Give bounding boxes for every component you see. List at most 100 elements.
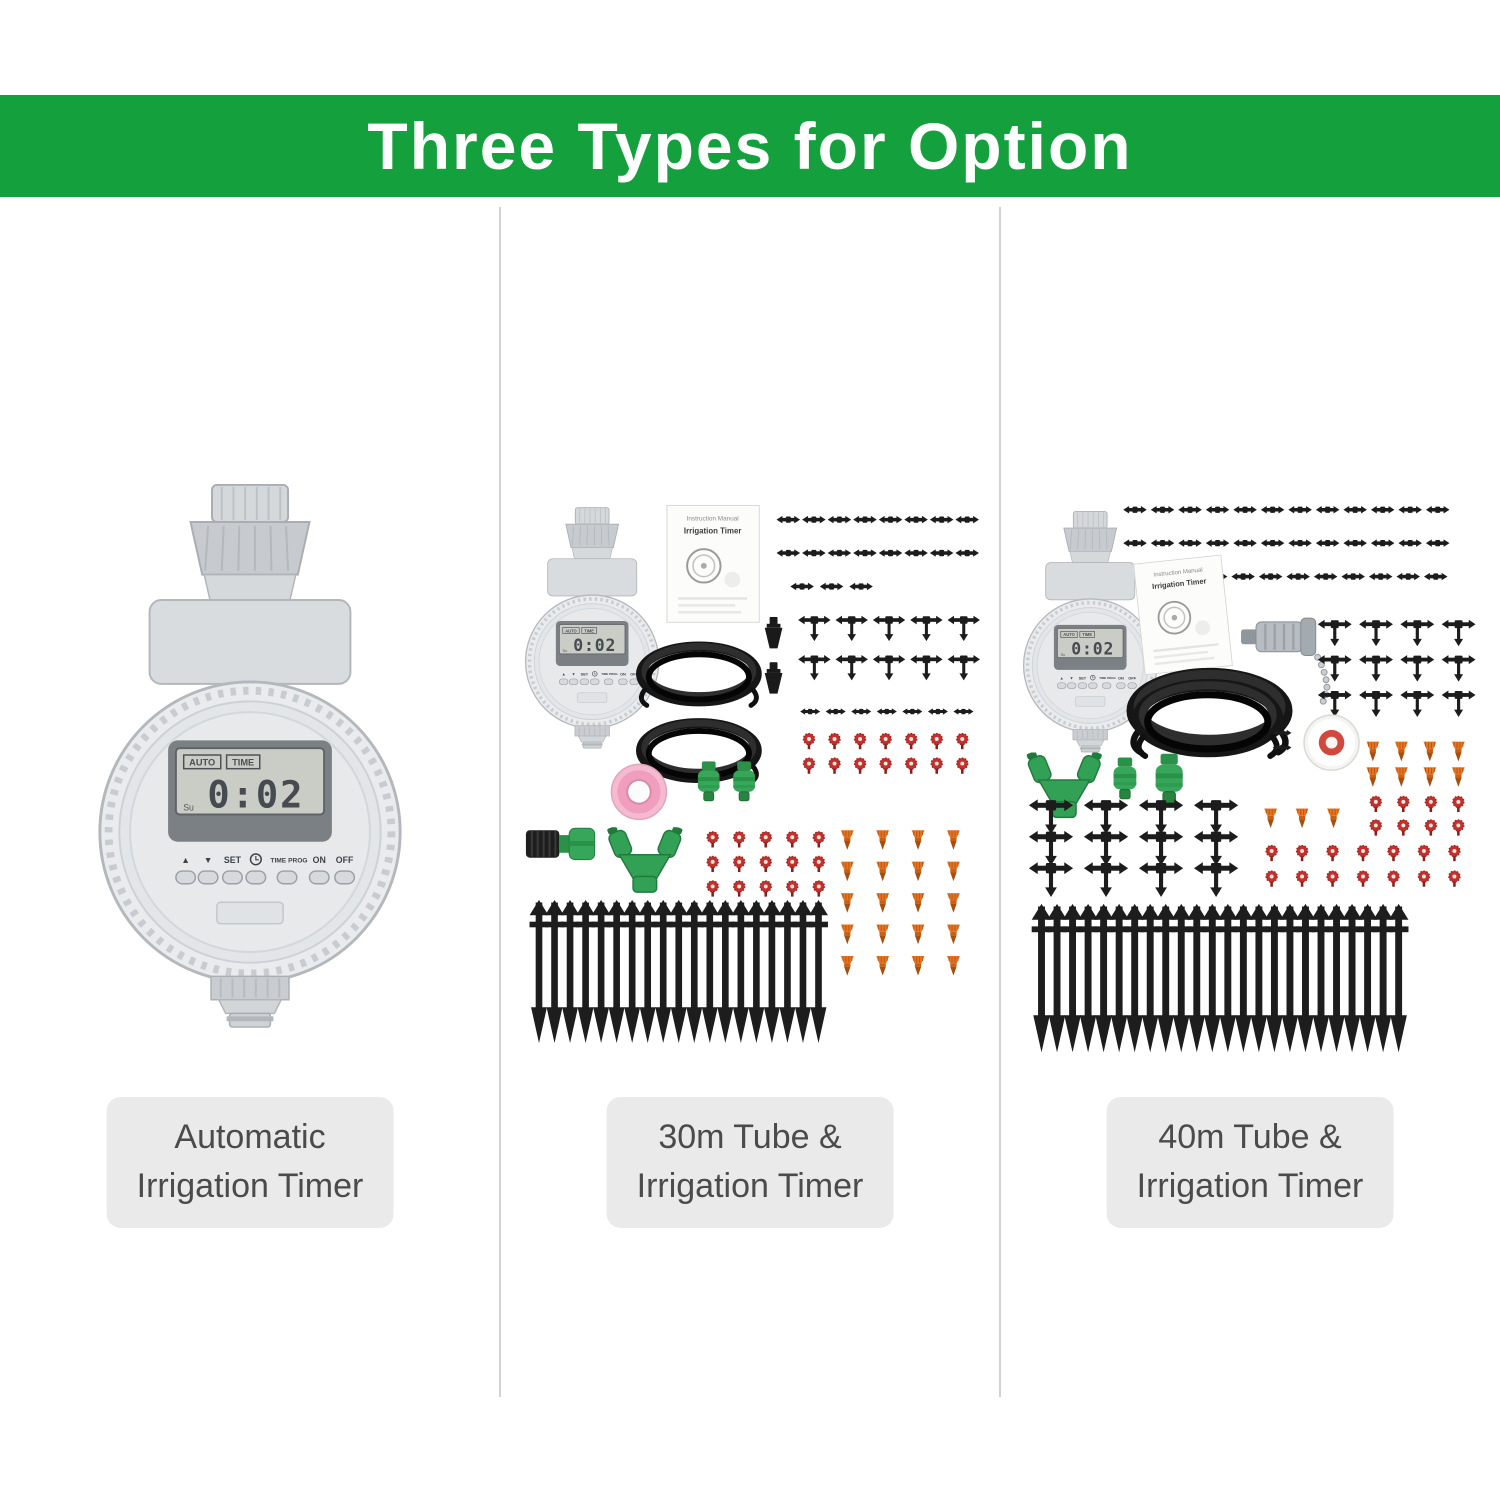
instruction-manual: [666, 504, 760, 623]
misting-nozzle: [911, 892, 925, 913]
banner-title: Three Types for Option: [367, 109, 1133, 183]
dripper: [1265, 844, 1278, 862]
straight-connector: [1123, 539, 1147, 547]
dripper: [732, 880, 746, 898]
dripper: [1452, 795, 1465, 813]
tee-connector: [1317, 619, 1352, 647]
drip-stake: [576, 899, 596, 1044]
caption-line2: Irrigation Timer: [136, 1167, 364, 1206]
drip-stake: [1047, 903, 1067, 1053]
misting-nozzle: [911, 829, 925, 850]
straight-connector: [851, 708, 872, 715]
straight-connector: [827, 515, 852, 524]
misting-nozzle: [840, 892, 855, 913]
drip-stake: [1109, 903, 1129, 1053]
tee-connector: [910, 655, 943, 681]
tee-connector: [1028, 862, 1074, 897]
tee-connector: [1138, 830, 1184, 866]
drip-stake: [622, 899, 642, 1044]
misting-nozzle: [946, 924, 961, 945]
misting-nozzle: [1451, 766, 1466, 787]
drip-stake: [715, 899, 735, 1044]
straight-connector: [1258, 572, 1283, 581]
caption-line1: 40m Tube &: [1158, 1118, 1342, 1156]
dripper: [1265, 870, 1278, 888]
dripper: [1387, 844, 1400, 862]
drip-stake: [700, 899, 720, 1044]
misting-nozzle: [1422, 741, 1437, 762]
irrigation-timer: [523, 506, 661, 750]
straight-connector: [1260, 506, 1285, 514]
banner: Three Types for Option: [0, 95, 1500, 197]
straight-connector: [1425, 539, 1450, 547]
drip-stake: [1373, 903, 1393, 1053]
drip-stake: [1342, 903, 1362, 1053]
options-area: Automatic Irrigation Timer 30m Tube & Ir…: [0, 197, 1500, 1500]
drip-stake: [529, 899, 549, 1044]
straight-connector: [1123, 506, 1147, 514]
dripper: [1387, 870, 1400, 888]
drip-stake: [1295, 903, 1316, 1053]
dripper: [786, 855, 799, 873]
dripper: [786, 880, 799, 898]
tee-connector: [1400, 619, 1435, 647]
straight-connector: [776, 549, 801, 557]
straight-connector: [1368, 572, 1393, 581]
tee-connector: [798, 615, 831, 642]
product-photo-timer: [94, 483, 406, 1034]
straight-connector: [955, 549, 979, 557]
dripper: [879, 757, 892, 775]
dripper: [853, 732, 867, 750]
dripper: [1356, 844, 1370, 862]
straight-connector: [1343, 506, 1367, 514]
straight-connector: [878, 515, 903, 524]
straight-connector: [853, 549, 877, 557]
misting-nozzle: [875, 861, 890, 882]
drip-stake: [1078, 903, 1098, 1053]
misting-nozzle: [1365, 766, 1380, 787]
caption-line2: Irrigation Timer: [1136, 1167, 1364, 1206]
thread-seal-tape: [1303, 714, 1360, 771]
drip-stake: [1062, 903, 1083, 1053]
tee-connector: [835, 655, 868, 681]
hose-quick-connector: [697, 760, 721, 802]
caption-line1: Automatic: [174, 1118, 326, 1156]
misting-nozzle: [1295, 808, 1309, 829]
misting-nozzle: [1326, 808, 1341, 829]
drip-stake: [731, 899, 751, 1044]
option-caption-kit-30m: 30m Tube & Irrigation Timer: [606, 1097, 894, 1228]
dripper: [812, 880, 825, 898]
tee-connector: [1138, 862, 1184, 897]
y-splitter: [606, 827, 684, 893]
straight-connector: [1288, 539, 1312, 547]
straight-connector: [953, 708, 974, 715]
dripper: [1424, 819, 1438, 837]
drip-stake: [669, 899, 689, 1044]
product-photo-kit-30m: [519, 499, 981, 1074]
misting-nozzle: [911, 955, 925, 976]
end-plug: [764, 662, 783, 694]
drip-stake: [1140, 903, 1161, 1053]
tee-connector: [1083, 862, 1129, 897]
dripper: [706, 855, 719, 873]
straight-connector: [876, 708, 897, 715]
dripper: [1369, 819, 1382, 837]
misting-nozzle: [946, 861, 961, 882]
tee-connector: [1028, 830, 1074, 866]
drip-stake: [1218, 903, 1238, 1053]
dripper: [1295, 844, 1309, 862]
dripper: [1356, 870, 1370, 888]
straight-connector: [904, 515, 928, 524]
straight-connector: [802, 549, 826, 557]
drip-stake: [1155, 903, 1176, 1053]
tee-connector: [872, 655, 906, 681]
dripper: [1295, 870, 1309, 888]
tee-connector: [1083, 830, 1129, 866]
misting-nozzle: [1394, 741, 1409, 762]
dripper: [904, 757, 918, 775]
drip-stake: [1186, 903, 1207, 1053]
drip-stake: [1171, 903, 1192, 1053]
misting-nozzle: [1422, 766, 1437, 787]
drip-stake: [1249, 903, 1269, 1053]
